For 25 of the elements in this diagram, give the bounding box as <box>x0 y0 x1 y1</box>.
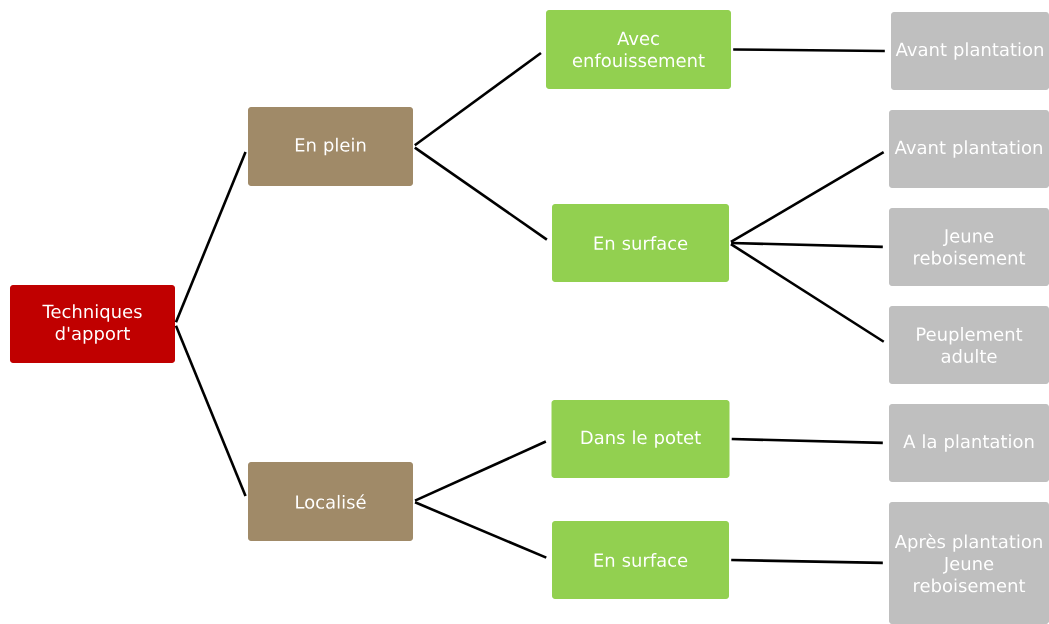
category-box: Jeune reboisement <box>889 208 1049 286</box>
connector-line <box>730 150 885 244</box>
connector-line <box>174 151 247 323</box>
connector-line <box>733 48 885 53</box>
category-box: En surface <box>552 521 729 599</box>
connector-line <box>731 241 883 249</box>
category-box: Après plantation Jeune reboisement <box>889 502 1049 624</box>
connector-line <box>731 437 883 445</box>
connector-line <box>414 52 542 147</box>
category-box: Avant plantation <box>889 110 1049 188</box>
connector-line <box>730 243 885 343</box>
category-box: A la plantation <box>889 404 1049 482</box>
connector-line <box>731 558 883 565</box>
category-box: En plein <box>248 107 413 186</box>
category-box: Dans le potet <box>551 400 730 478</box>
category-box: Avant plantation <box>891 12 1049 90</box>
category-box: Techniques d'apport <box>10 285 175 363</box>
connector-line <box>414 146 548 241</box>
connector-line <box>174 325 247 497</box>
category-box: Avec enfouissement <box>546 10 731 89</box>
connector-line <box>414 440 547 502</box>
connector-line <box>414 501 547 559</box>
category-box: En surface <box>552 204 729 282</box>
category-box: Localisé <box>248 462 413 541</box>
category-box: Peuplement adulte <box>889 306 1049 384</box>
